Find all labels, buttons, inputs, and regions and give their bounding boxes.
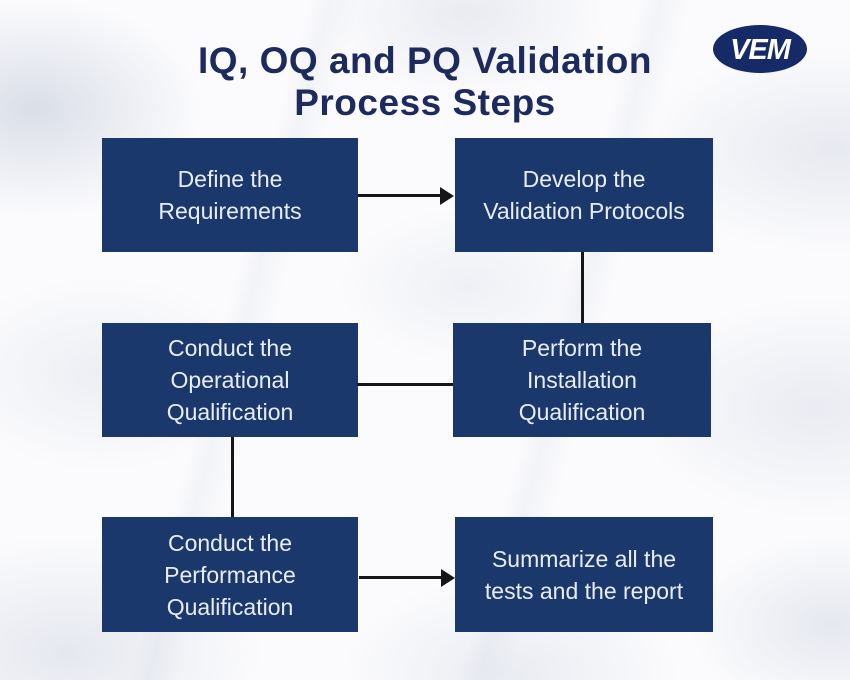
connector-line-step4-to-step3 [357, 383, 453, 386]
page-title: IQ, OQ and PQ Validation Process Steps [0, 40, 850, 124]
vem-logo-icon: VEM [713, 25, 807, 73]
flow-step-label: Perform the Installation Qualification [518, 335, 646, 425]
vem-logo-text: VEM [730, 34, 792, 66]
page-title-line1: IQ, OQ and PQ Validation [197, 40, 652, 81]
flow-step-define-requirements: Define the Requirements [102, 138, 358, 252]
flow-step-develop-validation-protocols: Develop the Validation Protocols [455, 138, 713, 252]
flow-step-summarize-tests-report: Summarize all the tests and the report [455, 517, 713, 632]
arrow-head-icon [440, 187, 454, 205]
arrow-shaft [359, 576, 444, 579]
flow-step-label: Develop the Validation Protocols [483, 166, 685, 224]
flow-step-label: Summarize all the tests and the report [484, 545, 684, 604]
flow-step-conduct-operational-qualification: Conduct the Operational Qualification [102, 323, 358, 437]
connector-line-step3-to-step5 [231, 437, 234, 517]
flow-step-label: Define the Requirements [158, 166, 302, 224]
connector-arrow-step5-to-step6 [359, 569, 455, 587]
flow-step-label: Conduct the Operational Qualification [166, 335, 294, 425]
vem-logo: VEM [711, 23, 809, 80]
connector-arrow-step1-to-step2 [358, 187, 454, 205]
flow-step-perform-installation-qualification: Perform the Installation Qualification [453, 323, 711, 437]
connector-line-step2-to-step4 [581, 252, 584, 323]
page-title-line2: Process Steps [294, 82, 556, 123]
arrow-head-icon [441, 569, 455, 587]
arrow-shaft [358, 194, 443, 197]
flow-step-label: Conduct the Performance Qualification [164, 529, 296, 620]
flow-step-conduct-performance-qualification: Conduct the Performance Qualification [102, 517, 358, 632]
